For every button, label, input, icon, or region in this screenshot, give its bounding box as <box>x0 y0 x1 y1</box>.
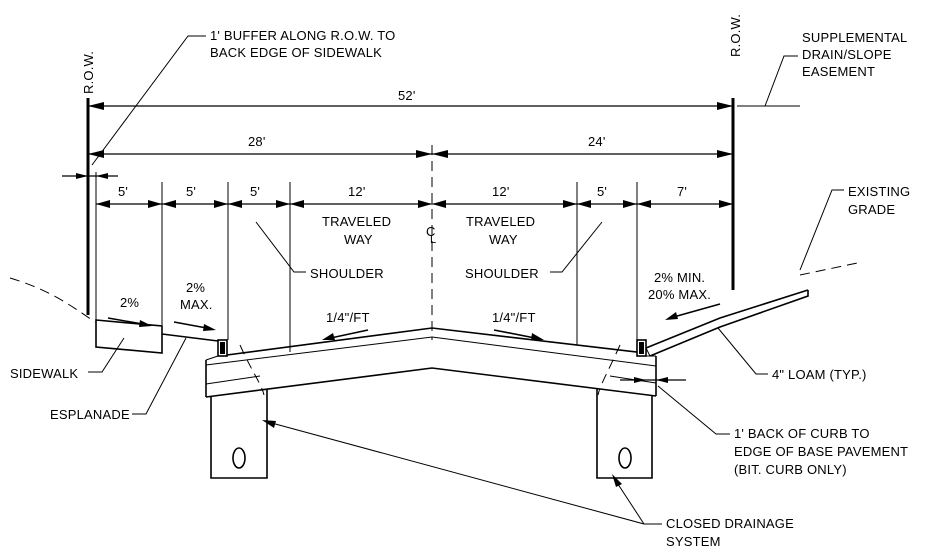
row-label-right: R.O.W. <box>728 14 743 57</box>
curb-dim-arrow-2 <box>656 377 668 383</box>
esplanade-leader <box>132 337 187 415</box>
drainage-label-line1: CLOSED DRAINAGE <box>666 516 794 531</box>
seg-label-sidewalk: 5' <box>118 184 128 199</box>
subbase-bottom <box>205 367 657 398</box>
esplanade-surface <box>161 333 219 342</box>
arrow-28-right <box>416 150 432 158</box>
esplanade-label: ESPLANADE <box>50 407 130 422</box>
supplemental-note-line1: SUPPLEMENTAL <box>802 30 907 45</box>
curb-note-line1: 1' BACK OF CURB TO <box>734 426 870 441</box>
existing-grade-right <box>799 261 863 276</box>
drainage-arrow-right <box>612 474 622 487</box>
pavement-layer <box>205 336 657 367</box>
slope-side-1: 2% MIN. <box>654 270 705 285</box>
loam-label: 4" LOAM (TYP.) <box>772 367 867 382</box>
curb-left-hatch <box>220 342 225 354</box>
buffer-note-line1: 1' BUFFER ALONG R.O.W. TO <box>210 28 395 43</box>
slope-side-2: 20% MAX. <box>648 287 711 302</box>
curb-left <box>217 339 228 357</box>
arrow-28-left <box>88 150 104 158</box>
arrow-52-left <box>88 102 104 110</box>
drainage-label-line2: SYSTEM <box>666 534 721 549</box>
curb-note-leader <box>657 385 730 435</box>
slope-esplanade-head <box>203 324 216 331</box>
slope-road-left: 1/4"/FT <box>326 310 370 325</box>
supplemental-leader <box>764 55 798 107</box>
pavement-surface <box>226 327 638 356</box>
existing-grade-line1: EXISTING <box>848 184 910 199</box>
seg-label-side-slope: 7' <box>677 184 687 199</box>
slope-side-arrow <box>669 303 721 319</box>
dim-label-28: 28' <box>248 134 266 149</box>
drainage-pipe-right <box>618 447 632 469</box>
slope-esplanade-2: MAX. <box>180 297 213 312</box>
arrow-24-right <box>717 150 733 158</box>
traveled-way-left-1: TRAVELED <box>322 214 391 229</box>
side-slope-loam <box>649 290 809 357</box>
drainage-box-right <box>596 389 653 479</box>
arrow-52-right <box>717 102 733 110</box>
side-slope-edge <box>645 347 651 357</box>
buffer-arrow-1 <box>76 173 88 179</box>
buffer-arrow-2 <box>96 173 108 179</box>
seg-label-shoulder-left: 5' <box>250 184 260 199</box>
subbase-top-left <box>205 355 219 361</box>
slope-side-head <box>665 312 678 320</box>
traveled-way-right-1: TRAVELED <box>466 214 535 229</box>
slope-esplanade-1: 2% <box>186 280 205 295</box>
slope-road-right: 1/4"/FT <box>492 310 536 325</box>
seg-label-esplanade: 5' <box>186 184 196 199</box>
curb-right-hatch <box>639 342 644 354</box>
side-slope-top <box>645 289 809 349</box>
drainage-leader-right <box>613 477 645 525</box>
shoulder-label-left: SHOULDER <box>310 266 384 281</box>
sidewalk-leader <box>88 337 125 373</box>
shoulder-label-right: SHOULDER <box>465 266 539 281</box>
segment-arrows <box>96 200 733 208</box>
slope-road-left-head <box>322 333 335 340</box>
traveled-way-right-2: WAY <box>489 232 518 247</box>
slope-sidewalk: 2% <box>120 295 139 310</box>
supplemental-note-line3: EASEMENT <box>802 64 875 79</box>
hidden-line-right <box>597 344 621 396</box>
drainage-box-left <box>210 389 268 479</box>
loam-leader <box>717 327 768 375</box>
drainage-leader-left <box>267 421 645 525</box>
existing-grade-line2: GRADE <box>848 202 895 217</box>
sidewalk-slab <box>95 319 163 354</box>
buffer-leader <box>91 35 206 166</box>
seg-label-lane-right: 12' <box>492 184 510 199</box>
shoulder-leader-left <box>255 221 306 273</box>
base-line-left <box>205 375 261 385</box>
centerline-symbol-c: C <box>426 224 436 239</box>
supplemental-note-line2: DRAIN/SLOPE <box>802 47 892 62</box>
existing-grade-leader <box>799 189 844 271</box>
dim-label-24: 24' <box>588 134 606 149</box>
traveled-way-left-2: WAY <box>344 232 373 247</box>
slope-road-right-head <box>531 333 544 340</box>
curb-dim-arrow-1 <box>634 377 646 383</box>
drainage-pipe-left <box>232 447 246 469</box>
shoulder-leader-right <box>550 221 603 273</box>
hidden-line-left <box>239 344 265 396</box>
arrow-24-left <box>432 150 448 158</box>
row-label-left: R.O.W. <box>81 51 96 94</box>
drainage-arrow-left <box>262 420 276 428</box>
seg-label-lane-left: 12' <box>348 184 366 199</box>
dim-label-52: 52' <box>398 88 416 103</box>
curb-note-line2: EDGE OF BASE PAVEMENT <box>734 444 908 459</box>
buffer-note-line2: BACK EDGE OF SIDEWALK <box>210 45 382 60</box>
existing-grade-left <box>9 277 96 323</box>
extension-lines <box>95 172 638 352</box>
centerline-symbol-l: L <box>430 234 436 246</box>
seg-label-shoulder-right: 5' <box>597 184 607 199</box>
curb-note-line3: (BIT. CURB ONLY) <box>734 462 847 477</box>
sidewalk-label: SIDEWALK <box>10 366 78 381</box>
